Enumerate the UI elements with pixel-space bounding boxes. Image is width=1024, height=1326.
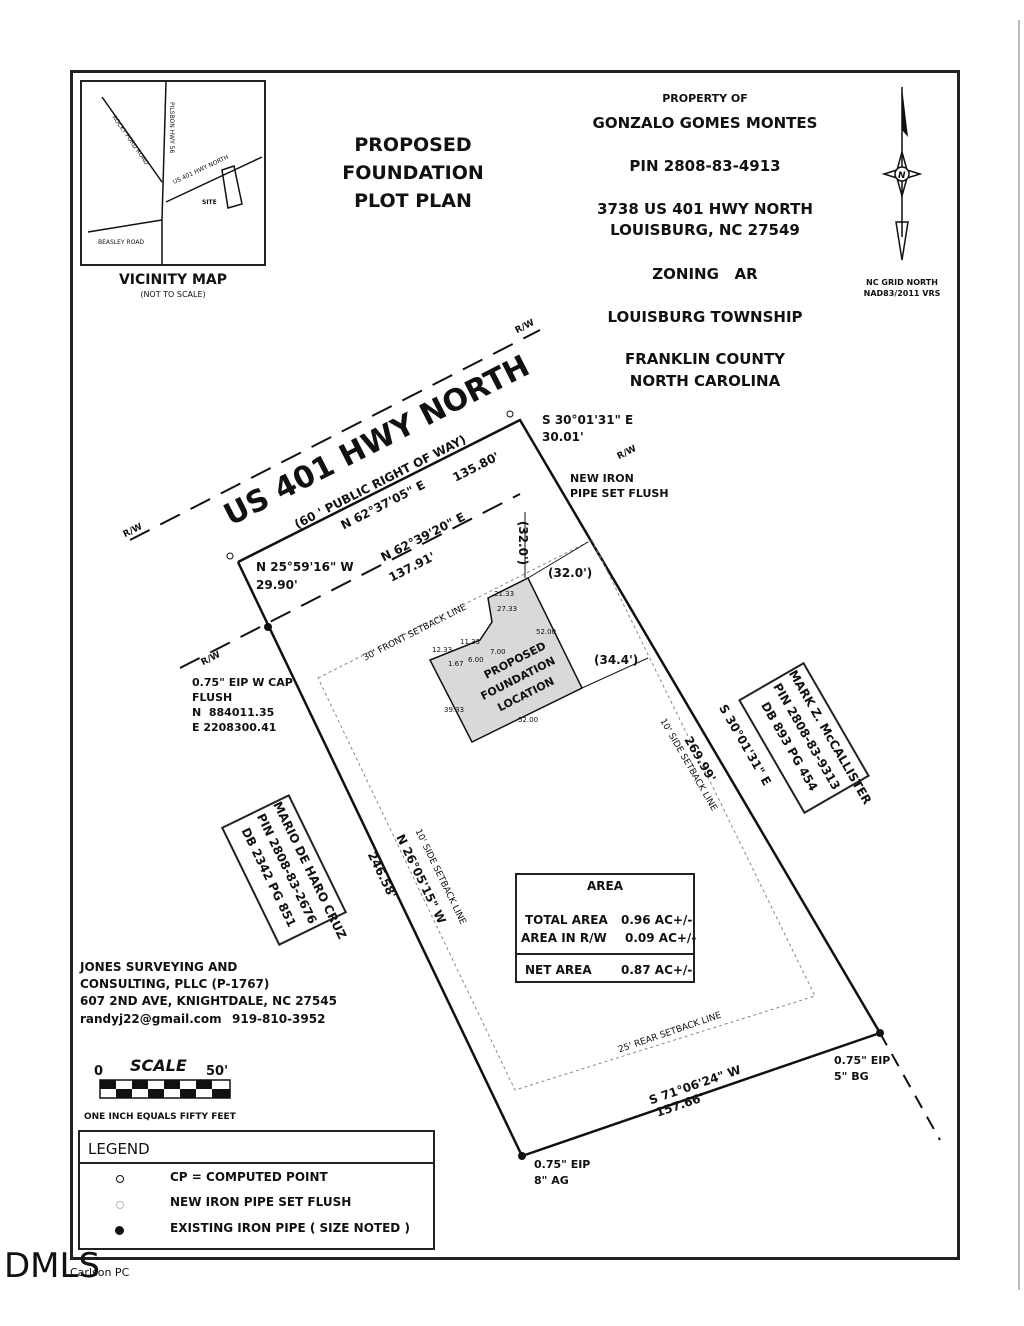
setback-dim-rear: (34.4') bbox=[594, 653, 639, 667]
foundation-dim-10: 27.33 bbox=[497, 605, 518, 613]
surveyor-line2: CONSULTING, PLLC (P-1767) bbox=[80, 977, 270, 991]
vicinity-road-pilsbon: PILSBON HWY 56 bbox=[168, 102, 175, 154]
point-new-pipe-1: NEW IRON bbox=[570, 472, 634, 485]
surveyor-phone: 919-810-3952 bbox=[232, 1012, 326, 1026]
foundation-dim-1: 21.33 bbox=[494, 590, 515, 598]
software-label: Carlson PC bbox=[70, 1266, 130, 1279]
setback-dim-side: (32.0') bbox=[548, 566, 593, 580]
page-edge-rule bbox=[1018, 20, 1020, 1290]
point-eip-s-1: 0.75" EIP bbox=[534, 1158, 591, 1171]
foundation-dim-7: 52.00 bbox=[536, 628, 557, 636]
owner-zoning: ZONING AR bbox=[652, 265, 758, 283]
vicinity-map: ROCKY FORD ROAD PILSBON HWY 56 US 401 HW… bbox=[80, 80, 266, 266]
foundation-dim-3: 12.33 bbox=[432, 646, 453, 654]
area-rw-label: AREA IN R/W bbox=[521, 931, 607, 945]
owner-township: LOUISBURG TOWNSHIP bbox=[607, 308, 803, 326]
vicinity-road-beasley: BEASLEY ROAD bbox=[98, 239, 144, 246]
foundation-dim-5: 6.00 bbox=[468, 656, 484, 664]
owner-name: GONZALO GOMES MONTES bbox=[592, 114, 818, 132]
bearing-west-short: N 25°59'16" W bbox=[256, 560, 354, 574]
owner-county: FRANKLIN COUNTY bbox=[624, 350, 786, 368]
foundation-dim-2: 11.33 bbox=[460, 638, 481, 646]
point-eip-se-1: 0.75" EIP bbox=[834, 1054, 891, 1067]
north-arrow-label2: NAD83/2011 VRS bbox=[863, 289, 941, 298]
vicinity-map-subtitle: (NOT TO SCALE) bbox=[140, 290, 206, 299]
drawing-border bbox=[70, 70, 960, 1260]
legend-divider bbox=[80, 1162, 433, 1164]
setback-dim-front: (32.0') bbox=[516, 520, 530, 566]
scale-end: 50' bbox=[206, 1064, 229, 1079]
point-new-pipe-2: PIPE SET FLUSH bbox=[570, 487, 669, 500]
legend-item-existing-pipe: EXISTING IRON PIPE ( SIZE NOTED ) bbox=[170, 1221, 410, 1235]
vicinity-map-title: VICINITY MAP bbox=[118, 272, 228, 288]
point-eip-north: N 884011.35 bbox=[192, 706, 275, 719]
scale-title: SCALE bbox=[130, 1056, 187, 1075]
legend-computed-point-icon bbox=[116, 1175, 124, 1183]
legend: LEGEND CP = COMPUTED POINT NEW IRON PIPE… bbox=[78, 1130, 435, 1250]
area-total-value: 0.96 AC+/- bbox=[621, 913, 693, 927]
plan-title-line3: PLOT PLAN bbox=[354, 190, 472, 212]
owner-address1: 3738 US 401 HWY NORTH bbox=[597, 200, 813, 218]
bearing-east-short-dist: 30.01' bbox=[542, 430, 584, 444]
legend-existing-pipe-icon bbox=[115, 1226, 124, 1235]
surveyor-email: randyj22@gmail.com bbox=[80, 1012, 222, 1026]
point-eip-cap-1: 0.75" EIP W CAP bbox=[192, 676, 293, 689]
legend-item-computed: CP = COMPUTED POINT bbox=[170, 1170, 328, 1184]
area-table: AREA TOTAL AREA 0.96 AC+/- AREA IN R/W 0… bbox=[515, 873, 697, 983]
owner-state: NORTH CAROLINA bbox=[629, 372, 781, 390]
legend-title: LEGEND bbox=[88, 1140, 150, 1158]
owner-pin: PIN 2808-83-4913 bbox=[629, 157, 781, 175]
surveyor-line1: JONES SURVEYING AND bbox=[80, 960, 238, 974]
vicinity-site-label: SITE bbox=[202, 199, 217, 206]
legend-new-pipe-icon bbox=[116, 1201, 124, 1209]
point-eip-se-2: 5" BG bbox=[834, 1070, 869, 1083]
foundation-dim-4: 1.67 bbox=[448, 660, 464, 668]
scale-start: 0 bbox=[94, 1064, 104, 1079]
area-total-label: TOTAL AREA bbox=[525, 913, 608, 927]
plan-title-line1: PROPOSED bbox=[354, 134, 472, 156]
vicinity-map-drawing: ROCKY FORD ROAD PILSBON HWY 56 US 401 HW… bbox=[87, 81, 263, 264]
north-arrow: N bbox=[881, 87, 923, 261]
point-eip-cap-2: FLUSH bbox=[192, 691, 233, 704]
bearing-east-short: S 30°01'31" E bbox=[542, 413, 634, 427]
area-title: AREA bbox=[586, 879, 623, 893]
area-net-value: 0.87 AC+/- bbox=[621, 963, 693, 977]
point-eip-s-2: 8" AG bbox=[534, 1174, 569, 1187]
north-symbol: N bbox=[898, 171, 906, 181]
plan-title-line2: FOUNDATION bbox=[342, 162, 484, 184]
north-arrow-label1: NC GRID NORTH bbox=[866, 278, 938, 287]
surveyor-line3: 607 2ND AVE, KNIGHTDALE, NC 27545 bbox=[80, 994, 337, 1008]
foundation-dim-6: 7.00 bbox=[490, 648, 506, 656]
area-rw-value: 0.09 AC+/- bbox=[625, 931, 697, 945]
scale-note: ONE INCH EQUALS FIFTY FEET bbox=[84, 1112, 236, 1122]
bearing-west-short-dist: 29.90' bbox=[256, 578, 298, 592]
area-divider bbox=[517, 953, 693, 955]
area-net-label: NET AREA bbox=[525, 963, 592, 977]
owner-property-of: PROPERTY OF bbox=[662, 92, 748, 105]
foundation-dim-8: 39.33 bbox=[444, 706, 465, 714]
point-eip-east: E 2208300.41 bbox=[192, 721, 277, 734]
owner-address2: LOUISBURG, NC 27549 bbox=[610, 221, 800, 239]
foundation-dim-9: 52.00 bbox=[518, 716, 539, 724]
mls-watermark: DMLS bbox=[4, 1246, 101, 1286]
legend-item-new-pipe: NEW IRON PIPE SET FLUSH bbox=[170, 1195, 352, 1209]
